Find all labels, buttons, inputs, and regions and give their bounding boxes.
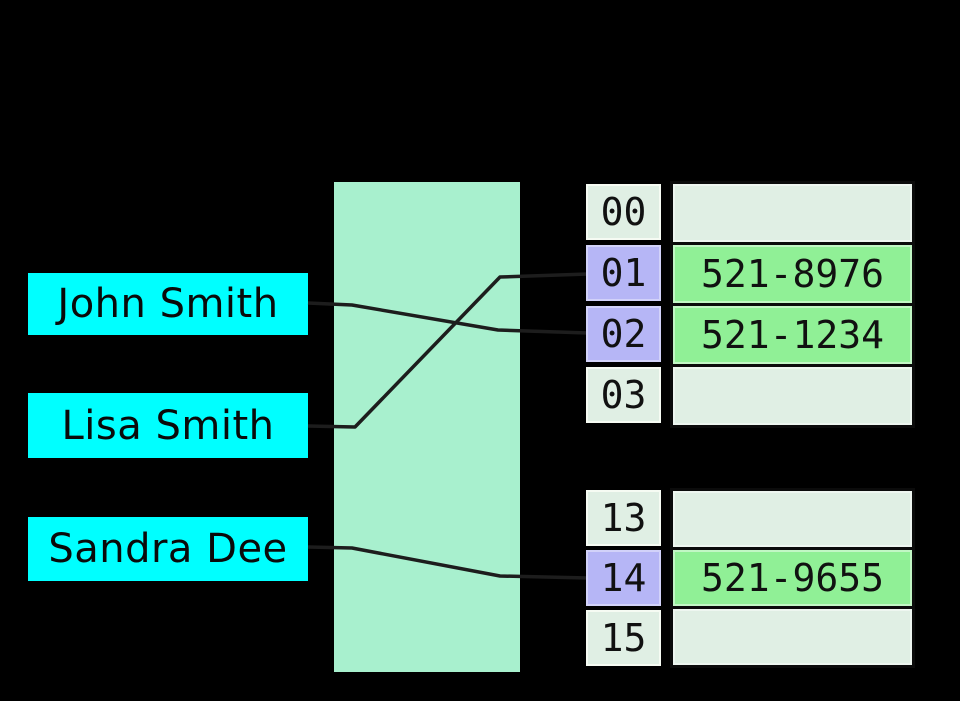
- bucket-value-13: [673, 491, 912, 547]
- key-label: Lisa Smith: [61, 402, 275, 449]
- key-box-john-smith: John Smith: [28, 273, 308, 335]
- bucket-value-group-lower: 521-9655: [670, 488, 915, 668]
- key-box-sandra-dee: Sandra Dee: [28, 517, 308, 581]
- bucket-value-15: [673, 606, 912, 665]
- hash-function-box: [334, 182, 520, 672]
- bucket-index-15: 15: [586, 610, 661, 666]
- key-box-lisa-smith: Lisa Smith: [28, 393, 308, 458]
- bucket-value-14: 521-9655: [673, 547, 912, 606]
- bucket-index-01: 01: [586, 245, 661, 301]
- bucket-index-14: 14: [586, 550, 661, 606]
- bucket-value-group-upper: 521-8976 521-1234: [670, 181, 915, 428]
- bucket-value-01: 521-8976: [673, 242, 912, 303]
- bucket-value-02: 521-1234: [673, 303, 912, 364]
- bucket-index-00: 00: [586, 184, 661, 240]
- bucket-value-00: [673, 184, 912, 242]
- bucket-value-03: [673, 364, 912, 425]
- bucket-index-02: 02: [586, 306, 661, 362]
- key-label: John Smith: [57, 281, 279, 327]
- bucket-index-13: 13: [586, 490, 661, 546]
- key-label: Sandra Dee: [48, 526, 288, 572]
- bucket-index-03: 03: [586, 367, 661, 423]
